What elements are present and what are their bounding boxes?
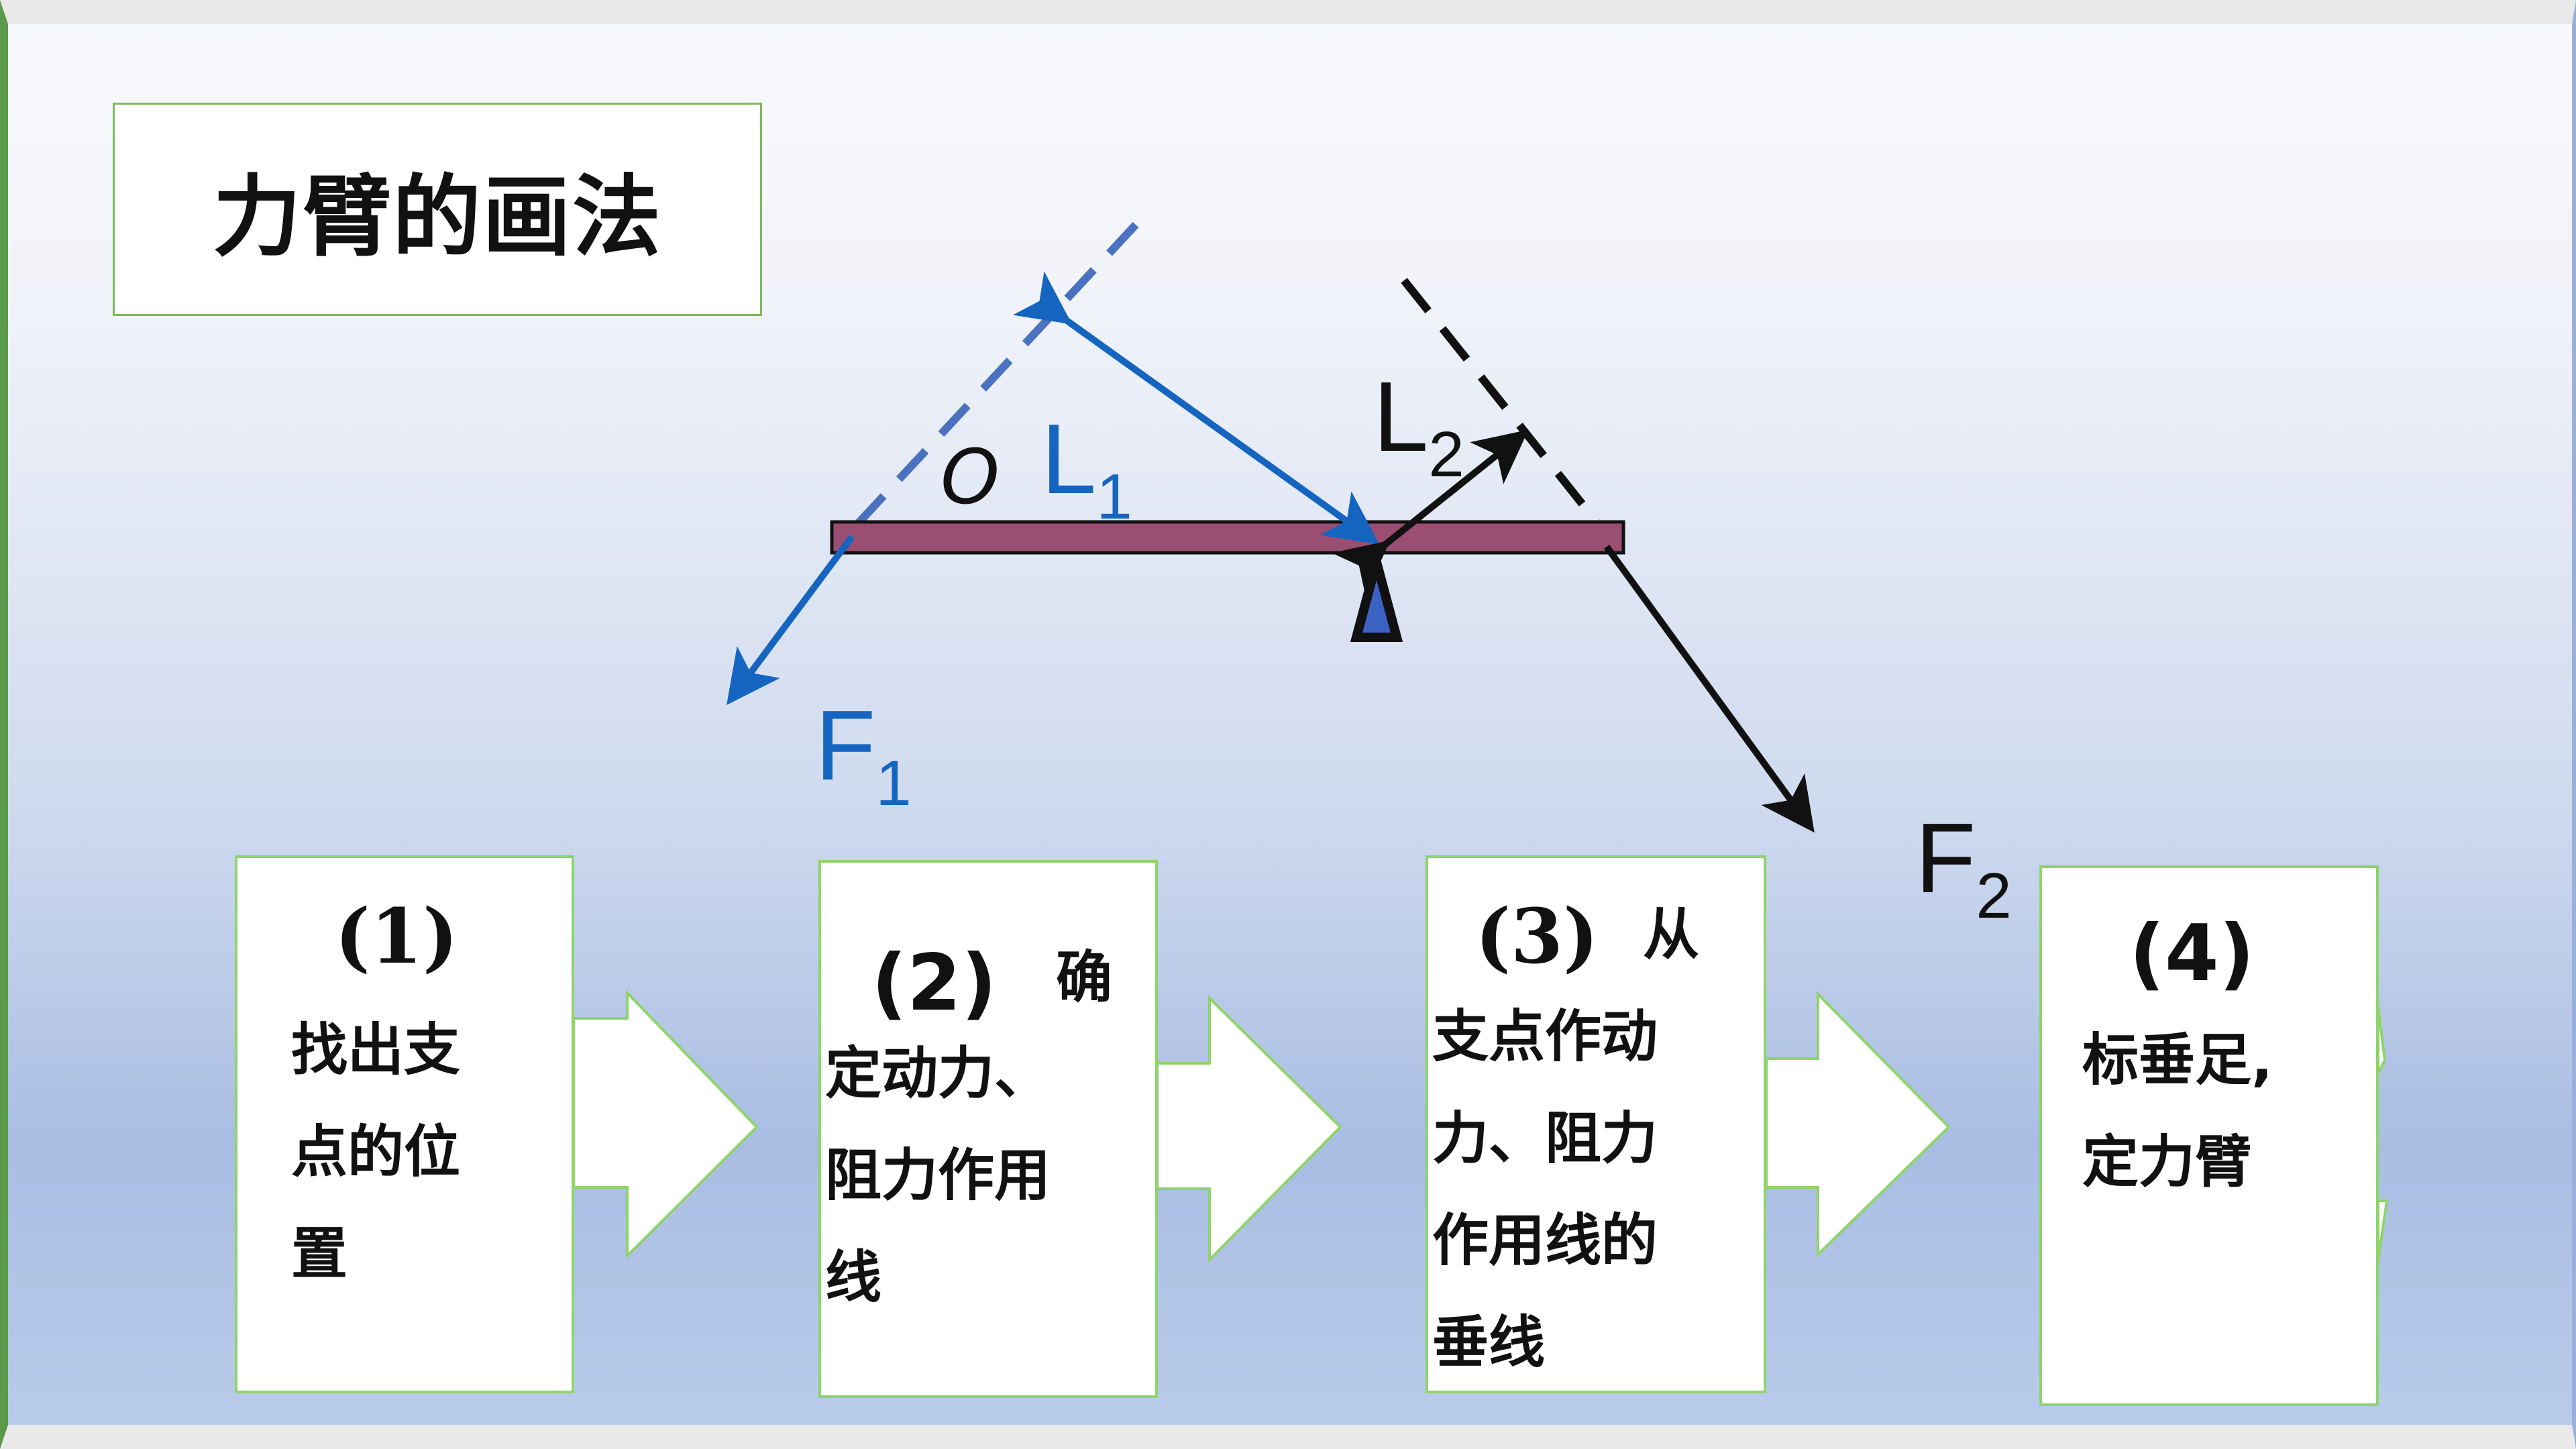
step-1-text: 找出支 点的位 置 [291,1017,461,1287]
f2-action-line [1401,278,1600,525]
slide-title: 力臂的画法 [213,165,662,269]
flow-arrow-4-partial [2377,1006,2389,1262]
l1-arm-arrow [1012,271,1380,545]
step-box-2: (2) 确 定动力、 阻力作用 线 [818,860,1158,1398]
f1-arrow [727,535,855,706]
f2-label: F2 [1915,803,2012,932]
flow-arrow-2 [1156,995,1342,1263]
step-box-1: (1) 找出支 点的位 置 [235,855,574,1393]
step-2-first-word: 确 [1056,945,1113,1010]
step-3-text: 支点作动 力、阻力 作用线的 垂线 [1432,1004,1658,1375]
step-4-number: (4) [2129,908,2255,999]
flow-arrow-3 [1765,991,1951,1258]
step-box-4: (4) 标垂足, 定力臂 [2039,865,2379,1406]
l2-label: L2 [1373,362,1464,490]
step-3-number: (3) [1475,893,1599,981]
step-3-first-word: 从 [1643,902,1700,967]
lever-bar [830,520,1625,555]
l2-arm-arrow [1332,429,1529,595]
pivot-triangle [1350,543,1403,642]
pivot-label: O [941,434,1000,521]
step-1-number: (1) [335,893,458,981]
step-4-text: 标垂足, 定力臂 [2082,1027,2273,1195]
flow-arrow-1 [572,989,759,1259]
l1-label: L1 [1041,404,1132,533]
f1-label: F1 [815,690,912,819]
title-box: 力臂的画法 [113,103,762,316]
step-2-text: 定动力、 阻力作用 线 [825,1040,1051,1310]
f2-arrow [1603,545,1815,833]
step-box-3: (3) 从 支点作动 力、阻力 作用线的 垂线 [1426,855,1766,1393]
step-2-number: (2) [871,938,997,1028]
